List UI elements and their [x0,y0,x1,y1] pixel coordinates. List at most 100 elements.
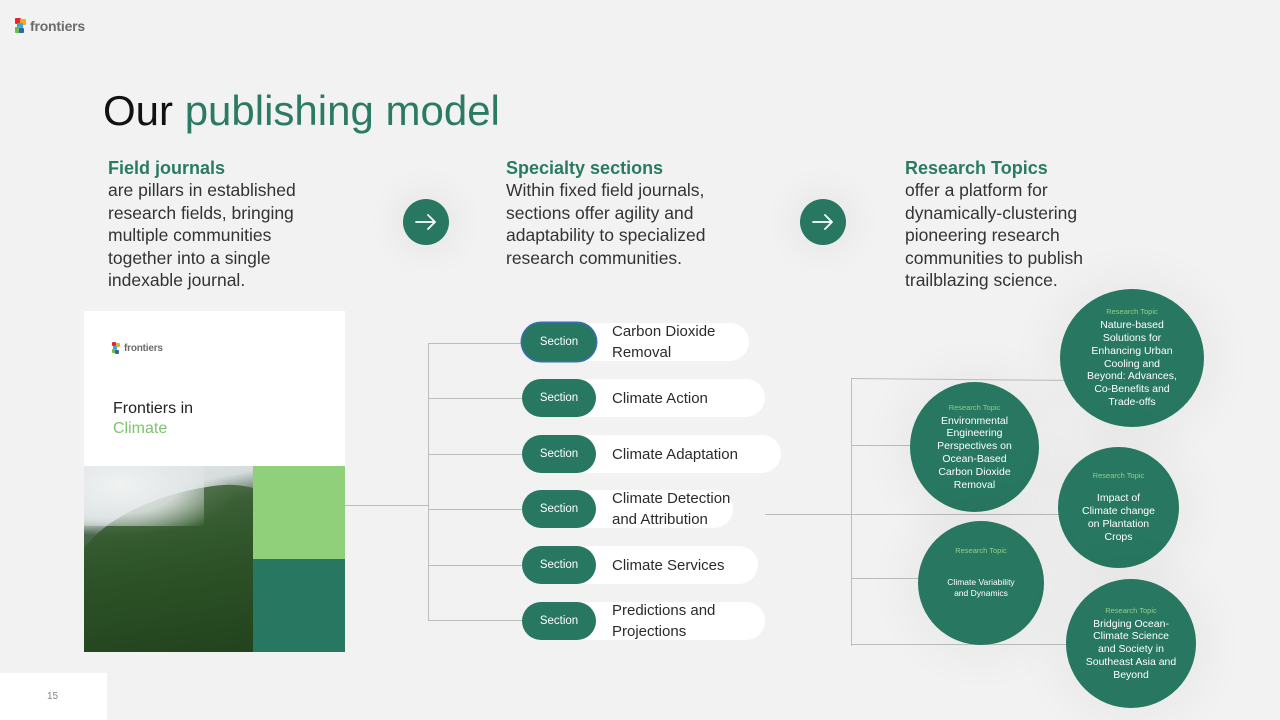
connector-line [765,514,851,515]
cover-title-line: Frontiers in [113,400,194,417]
research-topic-circle[interactable]: Research Topic Bridging Ocean- Climate S… [1066,579,1196,708]
next-arrow-button[interactable] [800,199,846,245]
frontiers-logo: frontiers [15,18,85,34]
title-line: Cooling and [1103,357,1161,370]
topic-title: Bridging Ocean- Climate Science and Soci… [1076,618,1187,682]
column-field-journals: Field journals are pillars in establishe… [108,157,348,292]
title-line: Beyond [1113,668,1149,681]
label-line: Projections [612,623,687,640]
title-line: Beyond: Advances, [1087,370,1177,383]
cover-logo: frontiers [112,342,163,354]
title-line: Solutions for [1102,332,1162,344]
column-heading: Field journals [108,158,226,178]
body-line: are pillars in established [108,180,296,200]
page-number: 15 [47,691,59,702]
connector-line [345,505,429,506]
research-topic-circle[interactable]: Research Topic Environmental Engineering… [910,382,1039,512]
section-label: Climate Action [612,388,708,409]
section-item[interactable]: Section Predictions and Projections [522,600,765,642]
section-badge[interactable]: Section [522,602,596,640]
body-line: dynamically-clustering [905,202,1078,223]
frontiers-logo-mark-icon [112,342,121,354]
topic-kicker: Research Topic [948,402,1001,412]
connector-line [428,620,522,621]
title-line: on Plantation [1087,518,1150,530]
body-line: indexable journal. [108,270,246,290]
section-badge[interactable]: Section [522,546,596,584]
title-line: Co-Benefits and [1094,383,1170,396]
topic-title: Environmental Engineering Perspectives o… [927,415,1022,492]
cover-logo-text: frontiers [124,342,163,354]
title-line: Bridging Ocean- [1093,617,1169,630]
research-topic-circle[interactable]: Research Topic Climate Variability and D… [918,521,1044,645]
connector-line [851,644,1069,645]
arrow-right-icon [415,214,436,230]
label-line: Climate Detection [612,490,731,507]
title-line: Nature-based [1100,319,1164,332]
research-topic-circle[interactable]: Research Topic Nature-based Solutions fo… [1060,289,1204,427]
title-line: Southeast Asia and [1085,655,1177,668]
cover-title-journal: Climate [113,420,168,437]
connector-line [851,378,852,646]
forest-photo [84,466,253,652]
next-arrow-button[interactable] [403,199,449,245]
body-line: together into a single [108,247,271,268]
body-line: communities to publish [905,247,1083,268]
body-line: adaptability to specialized [506,225,706,245]
connector-line [428,343,429,621]
body-line: sections offer agility and [506,202,694,223]
body-line: trailblazing science. [905,270,1058,290]
body-line: research communities. [506,247,683,268]
section-item[interactable]: Section Carbon Dioxide Removal [522,323,749,361]
section-badge[interactable]: Section [522,379,596,417]
column-research-topics: Research Topics offer a platform for dyn… [905,157,1145,292]
section-badge[interactable]: Section [522,490,596,528]
topic-kicker: Research Topic [1106,307,1158,317]
label-line: Climate Action [612,389,708,407]
title-prefix: Our [103,87,174,134]
connector-line [428,509,522,510]
topic-title: Nature-based Solutions for Enhancing Urb… [1077,319,1187,409]
connector-line [851,578,921,579]
connector-line [851,445,913,446]
cover-color-block-dark [253,559,345,652]
title-line: Carbon Dioxide [938,465,1011,478]
section-label: Predictions and Projections [612,600,715,642]
section-item[interactable]: Section Climate Services [522,546,758,584]
body-line: offer a platform for [905,180,1048,200]
frontiers-logo-text: frontiers [30,18,85,34]
section-badge[interactable]: Section [522,323,596,361]
label-line: Climate Services [612,556,725,574]
section-item[interactable]: Section Climate Adaptation [522,435,781,473]
body-line: pioneering research [905,225,1060,245]
research-topic-circle[interactable]: Research Topic Impact of Climate change … [1058,447,1179,568]
column-body: offer a platform for dynamically-cluster… [905,179,1145,292]
label-line: Removal [612,344,672,361]
connector-line [428,398,522,399]
title-line: Engineering [946,427,1003,440]
column-body: Within fixed field journals, sections of… [506,179,746,269]
connector-line [850,378,1066,381]
topic-kicker: Research Topic [1092,471,1145,481]
page-title: Our publishing model [103,86,500,136]
title-line: Climate Science [1093,630,1169,643]
topic-kicker: Research Topic [955,545,1007,555]
journal-cover[interactable]: frontiers Frontiers in Climate [84,311,345,652]
title-line: Impact of [1096,492,1141,505]
topic-title: Impact of Climate change on Plantation C… [1072,492,1165,543]
label-line: and Attribution [612,511,708,528]
title-accent: publishing model [184,87,500,134]
title-line: Climate change [1082,505,1155,518]
body-line: multiple communities [108,225,272,245]
connector-line [428,343,522,344]
column-heading: Research Topics [905,158,1048,178]
connector-line [428,565,522,566]
section-label: Climate Adaptation [612,444,738,465]
section-badge[interactable]: Section [522,435,596,473]
section-item[interactable]: Section Climate Action [522,379,765,417]
connector-line [851,514,1061,515]
cover-color-block-light [253,466,345,559]
title-line: Crops [1104,530,1133,543]
label-line: Predictions and [612,602,716,619]
section-item[interactable]: Section Climate Detection and Attributio… [522,490,733,528]
